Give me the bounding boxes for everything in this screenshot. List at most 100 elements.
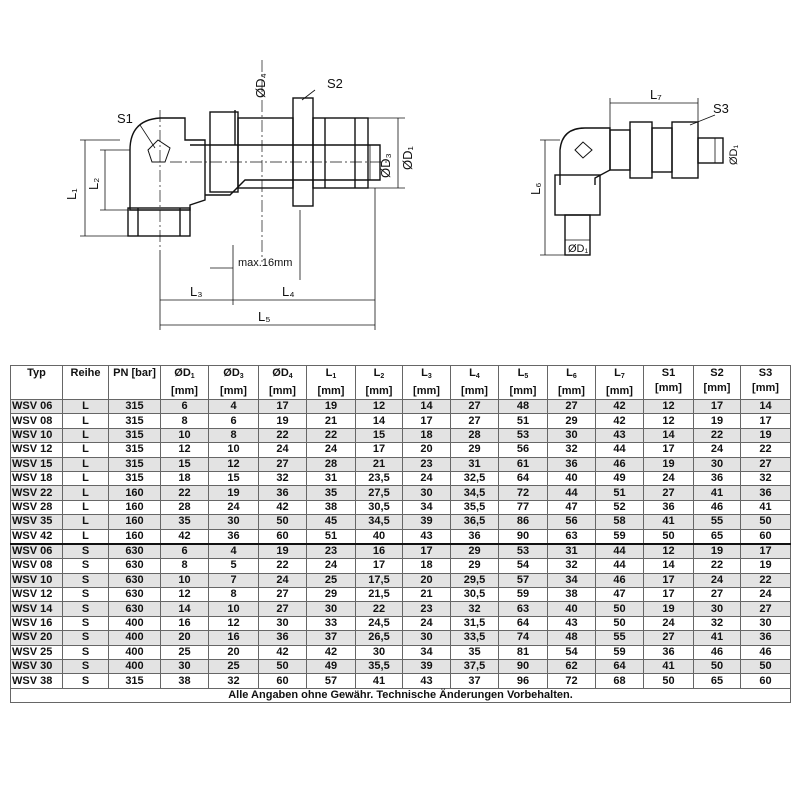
table-cell: WSV 10 <box>10 427 63 444</box>
column-header: ØD4[mm] <box>258 365 307 400</box>
table-cell: 14 <box>355 413 403 429</box>
table-cell: 62 <box>547 659 596 675</box>
column-header-unit: [mm] <box>365 385 393 397</box>
table-cell: 30 <box>740 615 791 632</box>
table-cell: 29 <box>450 558 499 574</box>
table-cell: 17,5 <box>355 572 403 589</box>
table-cell: WSV 18 <box>10 470 63 487</box>
table-cell: 27 <box>693 587 741 603</box>
column-header-subscript: 4 <box>475 373 480 380</box>
table-cell: 50 <box>693 659 741 675</box>
table-cell: 49 <box>595 470 644 487</box>
column-header: PN [bar] <box>108 365 161 400</box>
label-d1-left: ØD₁ <box>400 146 415 171</box>
column-header-unit: [mm] <box>220 385 247 397</box>
table-cell: 42 <box>595 398 644 415</box>
table-cell: WSV 16 <box>10 615 63 632</box>
table-cell: 24,5 <box>355 615 403 632</box>
table-cell: 19 <box>258 542 307 560</box>
table-cell: 15 <box>355 427 403 444</box>
table-cell: 81 <box>498 644 548 661</box>
table-cell: 315 <box>108 470 161 487</box>
column-header-label: L <box>421 367 428 379</box>
technical-drawing: ØD₄ S2 S1 ØD₃ ØD₁ L₁ L₂ max.16mm L₃ L₄ L… <box>64 60 740 330</box>
table-cell: S <box>62 630 109 646</box>
column-header-unit: [mm] <box>269 385 296 397</box>
table-cell: 21 <box>402 587 451 603</box>
table-cell: 4 <box>208 542 259 560</box>
table-cell: 22 <box>693 558 741 574</box>
table-cell: 12 <box>160 587 209 603</box>
label-s2: S2 <box>327 76 343 91</box>
table-cell: 64 <box>498 615 548 632</box>
table-cell: 4 <box>208 398 259 415</box>
column-header-subscript: 4 <box>288 373 293 380</box>
column-header-label: Typ <box>27 367 46 379</box>
table-cell: 41 <box>693 485 741 501</box>
table-cell: 23 <box>306 542 356 560</box>
table-cell: WSV 42 <box>10 528 63 545</box>
table-cell: 64 <box>595 659 644 675</box>
table-cell: 19 <box>258 413 307 429</box>
table-cell: 160 <box>108 528 161 545</box>
table-cell: 34 <box>402 644 451 661</box>
table-cell: 400 <box>108 615 161 632</box>
table-cell: 57 <box>306 673 356 689</box>
column-header: L7[mm] <box>595 365 644 400</box>
table-cell: 29 <box>450 542 499 560</box>
column-header-subscript: 5 <box>524 373 529 380</box>
label-l1: L₁ <box>64 188 79 200</box>
table-cell: 53 <box>498 542 548 560</box>
table-cell: 15 <box>160 456 209 472</box>
table-cell: 86 <box>498 514 548 530</box>
table-cell: L <box>62 514 109 530</box>
column-header: S3[mm] <box>740 365 791 400</box>
table-cell: 34 <box>547 572 596 589</box>
table-cell: WSV 06 <box>10 398 63 415</box>
table-cell: 29 <box>450 442 499 458</box>
table-cell: 27 <box>547 398 596 415</box>
table-cell: WSV 10 <box>10 572 63 589</box>
table-cell: 30 <box>402 485 451 501</box>
table-cell: 60 <box>258 673 307 689</box>
table-cell: 53 <box>498 427 548 444</box>
table-cell: 14 <box>402 398 451 415</box>
table-cell: 41 <box>643 659 694 675</box>
table-cell: S <box>62 542 109 560</box>
table-cell: 50 <box>258 659 307 675</box>
table-cell: 72 <box>547 673 596 689</box>
table-cell: 50 <box>595 615 644 632</box>
table-cell: 36 <box>643 644 694 661</box>
column-header-label: ØD <box>223 367 240 379</box>
table-cell: 22 <box>740 572 791 589</box>
table-cell: 18 <box>402 427 451 444</box>
table-cell: 52 <box>595 499 644 516</box>
table-cell: 59 <box>498 587 548 603</box>
table-cell: 315 <box>108 427 161 444</box>
table-cell: L <box>62 456 109 472</box>
label-l3: L₃ <box>190 284 203 299</box>
table-cell: 29 <box>306 587 356 603</box>
table-cell: 17 <box>740 542 791 560</box>
table-cell: 42 <box>306 644 356 661</box>
column-header: S1[mm] <box>643 365 694 400</box>
column-header-unit: [mm] <box>171 385 198 397</box>
table-cell: 24 <box>208 499 259 516</box>
table-cell: 27 <box>450 398 499 415</box>
table-cell: 47 <box>547 499 596 516</box>
table-cell: WSV 25 <box>10 644 63 661</box>
table-cell: 35 <box>306 485 356 501</box>
table-cell: 23,5 <box>355 470 403 487</box>
table-cell: 50 <box>740 659 791 675</box>
table-cell: 51 <box>595 485 644 501</box>
table-cell: 5 <box>208 558 259 574</box>
label-l5: L₅ <box>258 309 270 324</box>
table-cell: 22 <box>258 558 307 574</box>
table-cell: 32 <box>547 442 596 458</box>
